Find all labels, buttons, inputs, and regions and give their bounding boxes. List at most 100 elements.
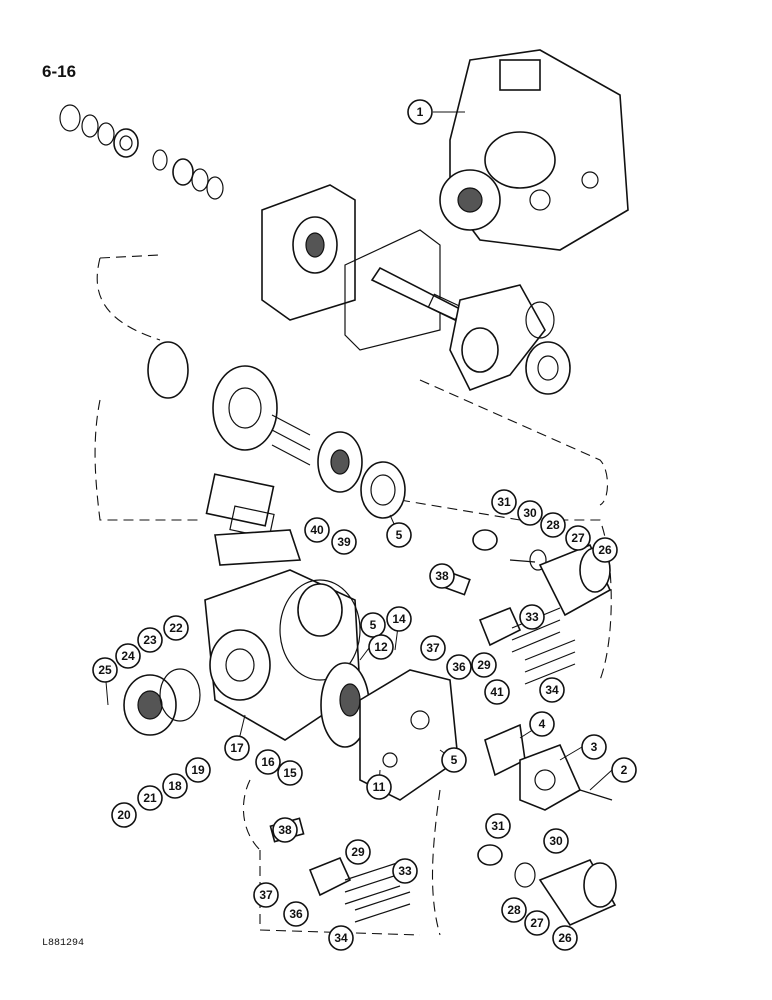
- callout-41: 41: [484, 679, 510, 705]
- svg-text:19: 19: [191, 763, 205, 777]
- seal-ring-set: [59, 104, 224, 200]
- callout-27a: 27: [565, 525, 591, 551]
- svg-text:38: 38: [278, 823, 292, 837]
- charge-pump: [484, 723, 613, 811]
- callout-16: 16: [255, 749, 281, 775]
- svg-text:3: 3: [591, 740, 598, 754]
- lower-group-outline: [242, 779, 441, 936]
- callout-37b: 37: [253, 882, 279, 908]
- callout-27b: 27: [524, 910, 550, 936]
- svg-text:12: 12: [374, 640, 388, 654]
- svg-text:40: 40: [310, 523, 324, 537]
- callout-5c: 5: [441, 747, 467, 773]
- callout-5b: 5: [360, 612, 386, 638]
- callout-14: 14: [386, 606, 412, 632]
- callout-29a: 29: [471, 652, 497, 678]
- group-outlines: [94, 254, 612, 936]
- callout-37a: 37: [420, 635, 446, 661]
- svg-text:18: 18: [168, 779, 182, 793]
- svg-text:17: 17: [230, 741, 244, 755]
- svg-text:5: 5: [451, 753, 458, 767]
- callout-39: 39: [331, 529, 357, 555]
- callout-26b: 26: [552, 925, 578, 951]
- callout-34a: 34: [539, 677, 565, 703]
- callout-31a: 31: [491, 489, 517, 515]
- svg-text:37: 37: [426, 641, 440, 655]
- callout-28b: 28: [501, 897, 527, 923]
- figure-code: L881294: [42, 938, 85, 949]
- control-valve-block: [205, 473, 302, 566]
- callout-19: 19: [185, 757, 211, 783]
- svg-text:29: 29: [351, 845, 365, 859]
- svg-text:28: 28: [546, 518, 560, 532]
- svg-text:26: 26: [598, 543, 612, 557]
- svg-text:25: 25: [98, 663, 112, 677]
- svg-text:34: 34: [334, 931, 348, 945]
- svg-text:4: 4: [539, 717, 546, 731]
- svg-text:33: 33: [525, 610, 539, 624]
- callout-23: 23: [137, 627, 163, 653]
- charge-pump-plate: [320, 662, 459, 801]
- svg-text:41: 41: [490, 685, 504, 699]
- svg-text:38: 38: [435, 569, 449, 583]
- end-cap-left: [123, 668, 201, 736]
- callout-30b: 30: [543, 828, 569, 854]
- callout-markers: 1 2 3 4 5 5 5 11 12 14 15 16 17 18 19 20…: [92, 99, 637, 951]
- svg-text:31: 31: [491, 819, 505, 833]
- callout-33b: 33: [392, 858, 418, 884]
- svg-text:33: 33: [398, 864, 412, 878]
- cover-plate-and-gaskets: [261, 184, 441, 351]
- callout-18: 18: [162, 773, 188, 799]
- callout-26a: 26: [592, 537, 618, 563]
- callout-1: 1: [407, 99, 433, 125]
- svg-text:27: 27: [530, 916, 544, 930]
- callout-40: 40: [304, 517, 330, 543]
- svg-text:37: 37: [259, 888, 273, 902]
- svg-text:16: 16: [261, 755, 275, 769]
- callout-5a: 5: [386, 522, 412, 548]
- svg-text:21: 21: [143, 791, 157, 805]
- callout-25: 25: [92, 657, 118, 683]
- rotating-group: [147, 341, 406, 519]
- callout-36b: 36: [283, 901, 309, 927]
- middle-group-outline: [94, 399, 612, 681]
- callout-33a: 33: [519, 604, 545, 630]
- callout-34b: 34: [328, 925, 354, 951]
- callout-38b: 38: [272, 817, 298, 843]
- svg-text:15: 15: [283, 766, 297, 780]
- callout-20: 20: [111, 802, 137, 828]
- callout-2: 2: [611, 757, 637, 783]
- svg-text:30: 30: [549, 834, 563, 848]
- drive-shaft: [370, 266, 464, 322]
- callout-12: 12: [368, 634, 394, 660]
- swashplate-housing: [449, 284, 571, 395]
- svg-text:14: 14: [392, 612, 406, 626]
- svg-text:30: 30: [523, 506, 537, 520]
- page-number: 6-16: [42, 62, 77, 81]
- callout-11: 11: [366, 774, 392, 800]
- svg-text:1: 1: [417, 105, 424, 119]
- svg-text:2: 2: [621, 763, 628, 777]
- callout-29b: 29: [345, 839, 371, 865]
- svg-text:31: 31: [497, 495, 511, 509]
- svg-text:20: 20: [117, 808, 131, 822]
- svg-text:27: 27: [571, 531, 585, 545]
- pump-assembly: [439, 49, 629, 251]
- svg-text:39: 39: [337, 535, 351, 549]
- svg-text:28: 28: [507, 903, 521, 917]
- callout-30a: 30: [517, 500, 543, 526]
- svg-text:5: 5: [370, 618, 377, 632]
- svg-text:5: 5: [396, 528, 403, 542]
- svg-text:36: 36: [452, 660, 466, 674]
- callout-24: 24: [115, 643, 141, 669]
- svg-text:23: 23: [143, 633, 157, 647]
- svg-text:36: 36: [289, 907, 303, 921]
- callout-28a: 28: [540, 512, 566, 538]
- upper-group-outline: [96, 254, 609, 506]
- callout-31b: 31: [485, 813, 511, 839]
- svg-text:11: 11: [373, 780, 386, 794]
- svg-text:29: 29: [477, 658, 491, 672]
- svg-text:34: 34: [545, 683, 559, 697]
- callout-4: 4: [529, 711, 555, 737]
